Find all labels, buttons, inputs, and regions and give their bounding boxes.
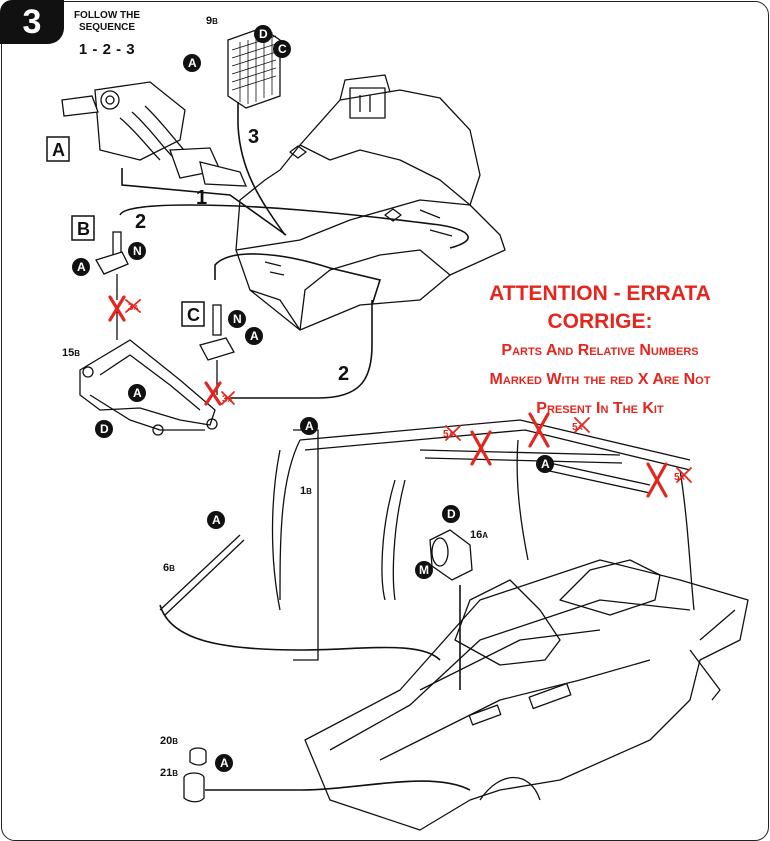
svg-text:A: A [133, 386, 142, 400]
part-number-15b: 15B [62, 347, 80, 359]
step-number: 3 [22, 3, 42, 41]
roll-cage [271, 419, 695, 661]
svg-text:M: M [419, 563, 429, 577]
callout-a-cups: A [215, 754, 233, 772]
part-number-1b: 1B [300, 485, 312, 497]
sequence-mark-2a: 2 [135, 211, 146, 233]
svg-text:N: N [133, 244, 142, 258]
svg-text:C: C [278, 42, 287, 56]
callout-a-frame: A [128, 384, 146, 402]
extinguisher-part [429, 529, 473, 581]
svg-text:A: A [212, 513, 221, 527]
callout-n-b: N [128, 242, 146, 260]
callout-d-frame: D [95, 420, 113, 438]
missing-part-mark-b: 3A [108, 295, 141, 322]
svg-text:D: D [100, 422, 109, 436]
main-chassis [304, 559, 749, 831]
part-number-9b: 9B [206, 15, 218, 27]
callout-a-crossbar: A [536, 455, 554, 473]
svg-text:A: A [77, 260, 86, 274]
errata-line-1: Parts And Relative Numbers [501, 342, 699, 359]
callout-a-cage: A [300, 417, 318, 435]
callout-n-c: N [228, 310, 246, 328]
callouts: A D C N A N A A D A A A D M A [72, 25, 554, 772]
svg-text:A: A [52, 140, 65, 160]
errata-title: ATTENTION - ERRATA CORRIGE: [489, 282, 711, 333]
part-number-20b: 20B [160, 735, 178, 747]
part-number-5a-2: 5A [572, 422, 583, 433]
svg-text:A: A [305, 419, 314, 433]
errata-notice: ATTENTION - ERRATA CORRIGE: Parts And Re… [440, 280, 760, 423]
svg-text:A: A [541, 457, 550, 471]
engine-bay-chassis [235, 74, 506, 331]
sequence-mark-2b: 2 [338, 363, 349, 385]
svg-text:B: B [77, 219, 90, 239]
callout-a-c: A [245, 327, 263, 345]
sequence-mark-3: 3 [248, 126, 259, 148]
errata-line-2: Marked With the red X Are Not [489, 371, 711, 388]
part-number-6b: 6B [163, 562, 175, 574]
svg-text:A: A [220, 756, 229, 770]
missing-part-marks-lower: 5A 5A 5A [443, 412, 692, 498]
side-bar-6b [159, 534, 245, 616]
svg-text:D: D [447, 507, 456, 521]
callout-d-grille: D [254, 25, 272, 43]
callout-c-grille: C [273, 40, 291, 58]
shock-absorber-b [95, 231, 129, 340]
svg-text:C: C [187, 305, 200, 325]
cylinder-parts [183, 747, 207, 803]
missing-part-mark-c: 3A [204, 381, 235, 406]
lower-leader-lines [159, 585, 471, 791]
subassembly-label-b: B [71, 215, 95, 241]
part-number-5a-3: 5A [674, 472, 685, 483]
sequence-mark-1: 1 [196, 187, 207, 209]
callout-a-grille: A [183, 54, 201, 72]
callout-a-b: A [72, 258, 90, 276]
svg-text:A: A [250, 329, 259, 343]
radiator-grille-part [227, 27, 281, 109]
part-number-21b: 21B [160, 767, 178, 779]
shock-absorber-c [199, 304, 235, 395]
sequence-order: 1 - 2 - 3 [78, 41, 136, 58]
upper-leader-lines [119, 102, 469, 399]
subassembly-label-c: C [181, 301, 205, 327]
callout-a-sidebar: A [207, 511, 225, 529]
svg-text:D: D [259, 27, 268, 41]
errata-line-3: Present In The Kit [536, 400, 664, 417]
svg-text:A: A [188, 56, 197, 70]
engine-exhaust-assembly [61, 81, 248, 187]
part-number-16a: 16A [470, 529, 488, 541]
subassembly-label-a: A [46, 136, 70, 162]
callout-d-extinguisher: D [442, 505, 460, 523]
callout-m-extinguisher: M [415, 561, 433, 579]
step-number-badge: 3 [0, 0, 64, 44]
follow-sequence-label: Follow the sequence [73, 10, 141, 33]
svg-text:N: N [233, 312, 242, 326]
rear-suspension-frame [79, 339, 218, 436]
